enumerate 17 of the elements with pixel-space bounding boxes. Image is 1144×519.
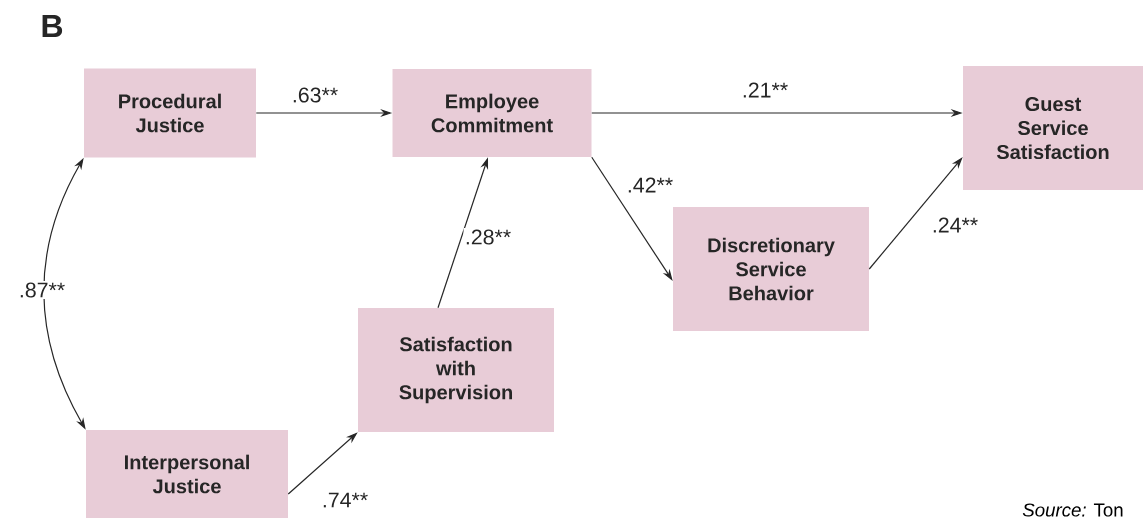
variable-box: Employee Commitment [392,69,592,157]
variable-box: Procedural Justice [84,68,256,158]
variable-box: Guest Service Satisfaction [963,66,1143,190]
panel-letter: B [42,15,63,37]
source-note: Source: Ton [1022,503,1123,517]
edge-label: .87** [17,281,67,299]
edge-label: .24** [930,216,980,234]
edge-label: .28** [463,228,513,246]
variable-box: Satisfaction with Supervision [358,308,554,432]
edge-label: .63** [290,86,340,104]
arrow [868,157,963,270]
variable-box: Discretionary Service Behavior [673,207,869,331]
variable-box: Interpersonal Justice [86,430,288,518]
edge-label: .42** [625,176,675,194]
edge-label: .74** [320,491,370,509]
edge-label: .21** [740,81,790,99]
arrow [591,156,673,281]
